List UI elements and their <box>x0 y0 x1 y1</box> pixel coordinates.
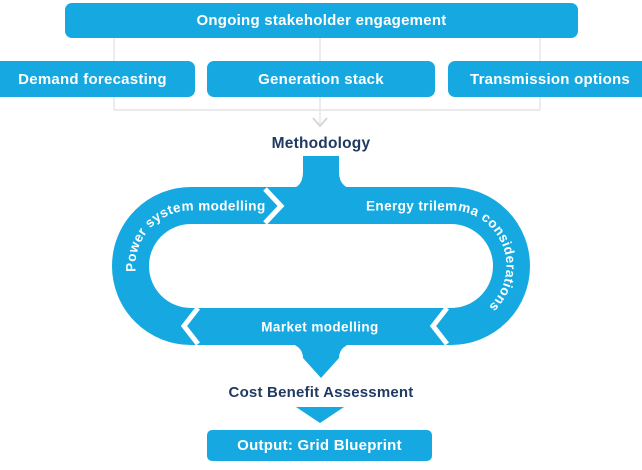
cost-benefit-assessment-heading: Cost Benefit Assessment <box>228 384 414 401</box>
banner-ongoing-stakeholder-engagement: Ongoing stakeholder engagement <box>65 3 578 38</box>
row-to-methodology-connectors <box>113 97 541 124</box>
input-box-label: Demand forecasting <box>18 70 167 88</box>
input-box-label: Transmission options <box>469 70 631 88</box>
output-grid-blueprint-box: Output: Grid Blueprint <box>207 430 432 461</box>
input-box-demand-forecasting: Demand forecasting <box>0 61 195 97</box>
output-box-label: Output: Grid Blueprint <box>237 437 402 454</box>
methodology-loop-ring <box>112 187 530 345</box>
input-box-transmission-options: Transmission options <box>448 61 642 97</box>
methodology-arrowhead-icon <box>312 117 328 128</box>
banner-to-row-connectors <box>113 38 541 61</box>
banner-label: Ongoing stakeholder engagement <box>196 12 447 29</box>
down-arrow-icon <box>296 407 344 423</box>
methodology-heading: Methodology <box>271 135 371 152</box>
loop-exit-arrow <box>285 342 357 378</box>
flow-chevron-bottom-right-icon <box>429 306 449 346</box>
flow-chevron-top-icon <box>263 187 285 225</box>
loop-label-market-modelling: Market modelling <box>261 320 378 335</box>
flow-chevron-bottom-left-icon <box>180 306 200 346</box>
input-box-generation-stack: Generation stack <box>207 61 435 97</box>
input-box-label: Generation stack <box>258 70 384 88</box>
loop-entry-stem <box>284 156 360 190</box>
